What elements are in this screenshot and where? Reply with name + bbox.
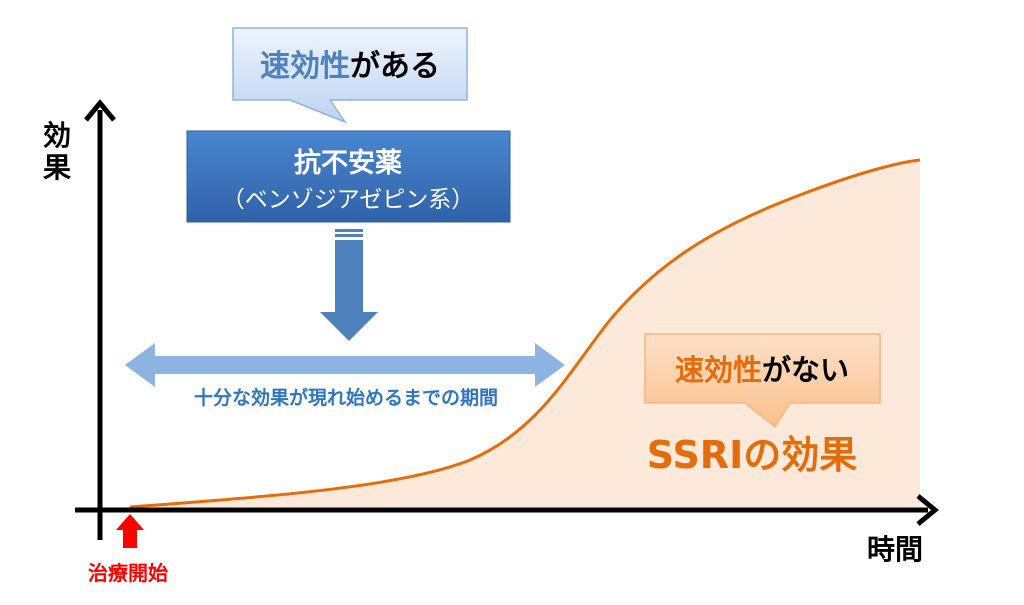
down-arrow-icon [320,229,378,341]
x-axis-label: 時間 [867,533,923,566]
treatment-start-arrow-icon [116,514,144,548]
fast-callout-text: 速効性がある [260,49,440,84]
anxiolytic-subtitle: （ベンゾジアゼピン系） [222,187,475,213]
treatment-start-label: 治療開始 [88,561,168,585]
x-axis-arrowhead [916,494,939,526]
period-label: 十分な効果が現れ始めるまでの期間 [194,386,498,409]
y-axis-label-1: 効 [43,119,71,152]
anxiolytic-title: 抗不安薬 [294,147,402,179]
y-axis-arrowhead [84,99,116,122]
slow-callout-text: 速効性がない [675,353,849,387]
anxiolytic-box [186,130,511,223]
ssri-curve-label: SSRIの効果 [647,433,857,477]
y-axis-label-2: 果 [43,151,71,184]
period-double-arrow-icon [125,343,565,387]
fast-callout-bubble [232,27,468,124]
ssri-curve-line [129,158,921,509]
ssri-curve-fill [130,160,920,507]
slow-callout-bubble [644,333,881,429]
